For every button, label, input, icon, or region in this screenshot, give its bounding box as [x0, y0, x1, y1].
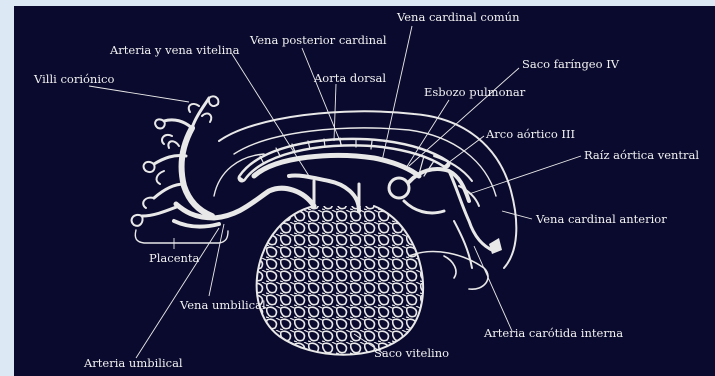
- label-arco-aortico: Arco aórtico III: [485, 127, 575, 141]
- label-saco-vitelino: Saco vitelino: [374, 346, 449, 360]
- label-aorta-dorsal: Aorta dorsal: [313, 71, 386, 85]
- label-vena-posterior-cardinal: Vena posterior cardinal: [249, 33, 387, 47]
- label-saco-faringeo: Saco faríngeo IV: [522, 57, 620, 71]
- embryo-circulation-diagram: Vena cardinal común Arteria y vena vitel…: [14, 6, 715, 376]
- label-arteria-carotida-interna: Arteria carótida interna: [483, 326, 623, 340]
- label-vena-cardinal-anterior: Vena cardinal anterior: [535, 212, 667, 226]
- label-raiz-aortica-ventral: Raíz aórtica ventral: [584, 148, 699, 162]
- label-arteria-umbilical: Arteria umbilical: [83, 356, 183, 370]
- dorsal-aorta: [242, 138, 446, 178]
- diagram-canvas: Vena cardinal común Arteria y vena vitel…: [14, 6, 715, 376]
- label-vena-cardinal-comun: Vena cardinal común: [396, 10, 520, 24]
- label-esbozo-pulmonar: Esbozo pulmonar: [424, 85, 526, 99]
- label-villi-corionico: Villi coriónico: [33, 72, 114, 86]
- yolk-sac: [239, 181, 439, 366]
- label-placenta: Placenta: [149, 251, 200, 265]
- label-arteria-vena-vitelina: Arteria y vena vitelina: [109, 43, 240, 57]
- label-vena-umbilical: Vena umbilical: [179, 298, 266, 312]
